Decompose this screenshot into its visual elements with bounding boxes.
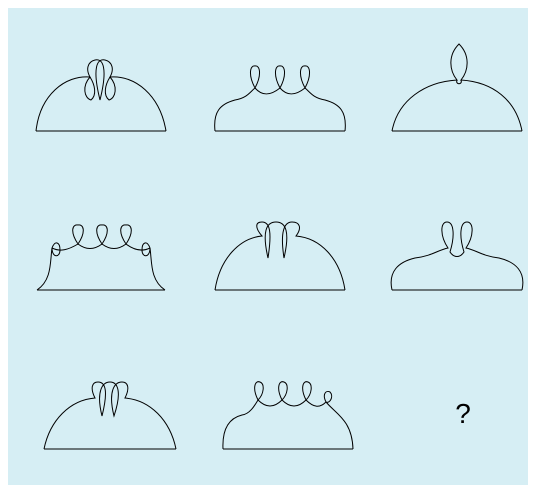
figure-r1c3 [392,44,522,131]
figure-r1c1 [36,60,166,131]
figure-r2c1 [37,225,165,290]
question-mark: ? [455,398,471,429]
figure-r2c3 [391,222,523,290]
figure-r2c2 [215,222,345,290]
figure-r3c2 [223,382,353,449]
figure-r3c1 [44,382,176,449]
figure-r1c2 [215,66,346,131]
